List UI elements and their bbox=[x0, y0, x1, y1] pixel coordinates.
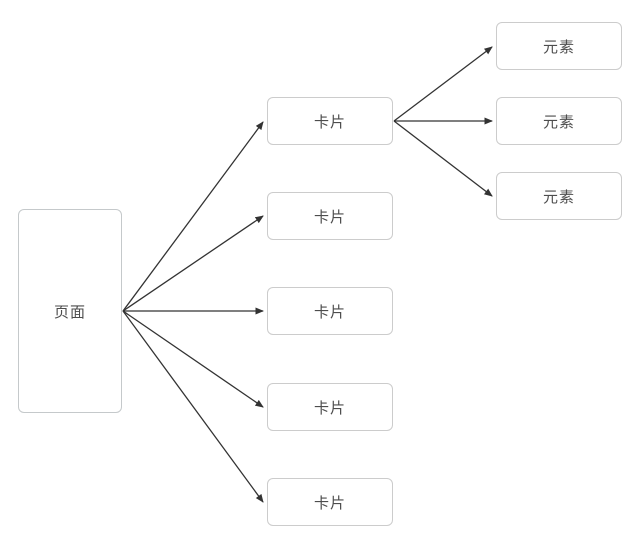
element-node-label: 元素 bbox=[542, 113, 575, 131]
element-node-label: 元素 bbox=[542, 188, 575, 206]
arrow-page-to-card-4 bbox=[122, 310, 264, 503]
card-node-5: 卡片 bbox=[267, 478, 393, 526]
card-node-3: 卡片 bbox=[267, 287, 393, 335]
card-node-2: 卡片 bbox=[267, 192, 393, 240]
arrow-page-to-card-3 bbox=[122, 310, 264, 408]
card-node-1: 卡片 bbox=[267, 97, 393, 145]
arrow-page-to-card-0 bbox=[122, 121, 264, 312]
card-node-label: 卡片 bbox=[313, 399, 346, 417]
arrow-card0-to-element-0 bbox=[393, 46, 493, 122]
element-node-1: 元素 bbox=[496, 22, 622, 70]
element-node-3: 元素 bbox=[496, 172, 622, 220]
card-node-label: 卡片 bbox=[313, 303, 346, 321]
arrow-page-to-card-1 bbox=[122, 215, 264, 312]
element-node-2: 元素 bbox=[496, 97, 622, 145]
page-node: 页面 bbox=[18, 209, 122, 413]
page-node-label: 页面 bbox=[53, 303, 86, 321]
arrow-card0-to-element-2 bbox=[393, 120, 493, 197]
card-node-4: 卡片 bbox=[267, 383, 393, 431]
element-node-label: 元素 bbox=[542, 38, 575, 56]
card-node-label: 卡片 bbox=[313, 208, 346, 226]
card-node-label: 卡片 bbox=[313, 113, 346, 131]
card-node-label: 卡片 bbox=[313, 494, 346, 512]
